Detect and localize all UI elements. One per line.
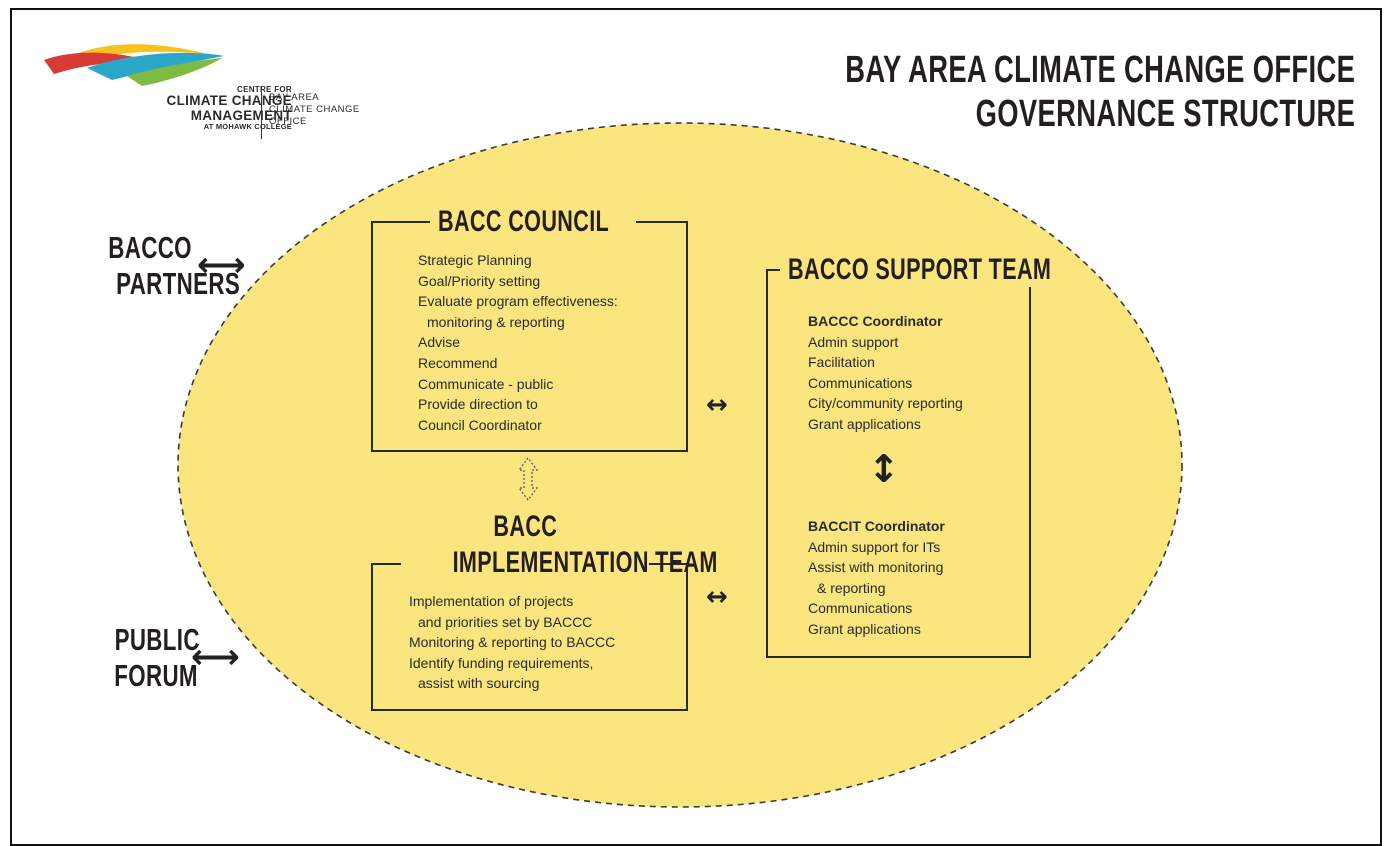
baccit-coordinator-list: BACCIT Coordinator Admin support for ITs… (808, 516, 945, 640)
list-item: Admin support (808, 333, 899, 350)
baccc-coordinator-list: BACCC Coordinator Admin support Facilita… (808, 311, 963, 435)
list-item: Communications (808, 600, 913, 617)
title-line1: BAY AREA CLIMATE CHANGE OFFICE (845, 49, 1355, 91)
list-item: Council Coordinator (418, 416, 542, 433)
partners-label: BACCO PARTNERS (92, 230, 239, 302)
list-item: City/community reporting (808, 395, 963, 412)
list-item: Grant applications (808, 415, 921, 432)
logo-line3: MANAGEMENT (190, 107, 292, 123)
public-forum-line2: FORUM (114, 658, 198, 693)
logo-wave-icon (44, 44, 224, 86)
logo-office-line1: BAY AREA (269, 92, 320, 103)
list-item: and priorities set by BACCC (418, 613, 593, 630)
council-implementation-dashed-arrow (517, 457, 539, 501)
list-item: Evaluate program effectiveness: (418, 293, 618, 310)
list-item: monitoring & reporting (427, 313, 565, 330)
public-forum-line1: PUBLIC (114, 622, 200, 657)
logo-office-line3: OFFICE (269, 115, 307, 127)
list-item: Strategic Planning (418, 252, 532, 268)
council-list: Strategic Planning Goal/Priority setting… (418, 250, 618, 435)
list-item: Communications (808, 374, 913, 391)
list-item: Grant applications (808, 620, 921, 637)
title-line2: GOVERNANCE STRUCTURE (975, 93, 1355, 135)
implementation-title-line2: IMPLEMENTATION TEAM (452, 546, 718, 579)
list-item: assist with sourcing (418, 675, 540, 692)
partners-line1: BACCO (108, 230, 192, 265)
logo-line2: CLIMATE CHANGE (166, 93, 292, 109)
list-item: Implementation of projects (409, 593, 574, 609)
list-item: Admin support for ITs (808, 538, 941, 555)
partners-line2: PARTNERS (116, 266, 241, 301)
council-title-text: BACC COUNCIL (438, 205, 610, 238)
implementation-support-arrow-icon: ↔ (706, 582, 728, 612)
council-support-arrow-icon: ↔ (706, 390, 728, 420)
baccc-coordinator-heading: BACCC Coordinator (808, 313, 943, 329)
logo-line1: CENTRE FOR (237, 85, 292, 94)
logo-office-line2: CLIMATE CHANGE (269, 103, 360, 115)
logo: CENTRE FOR CLIMATE CHANGE MANAGEMENT AT … (42, 40, 382, 150)
partners-arrow-icon: ⟷ (197, 245, 246, 285)
public-forum-label: PUBLIC FORUM (98, 622, 199, 694)
coordinators-arrow-icon: ↕ (868, 447, 900, 491)
logo-wordmark: CENTRE FOR CLIMATE CHANGE MANAGEMENT AT … (104, 85, 292, 131)
logo-office-name: BAY AREA CLIMATE CHANGE OFFICE (269, 92, 360, 128)
list-item: Assist with monitoring (808, 559, 944, 576)
council-title: BACC COUNCIL (430, 205, 636, 239)
list-item: Advise (418, 334, 461, 351)
logo-line4: AT MOHAWK COLLEGE (203, 121, 292, 131)
list-item: Provide direction to (418, 396, 538, 413)
list-item: Facilitation (808, 354, 875, 371)
implementation-title: BACC (400, 510, 650, 544)
list-item: Communicate - public (418, 375, 554, 392)
logo-divider (261, 87, 262, 139)
list-item: Monitoring & reporting to BACCC (409, 634, 616, 651)
list-item: Identify funding requirements, (409, 654, 594, 671)
support-team-title-text: BACCO SUPPORT TEAM (788, 253, 1052, 286)
page-title: BAY AREA CLIMATE CHANGE OFFICE GOVERNANC… (647, 48, 1355, 136)
public-forum-arrow-icon: ⟷ (191, 637, 240, 677)
list-item: Recommend (418, 354, 498, 371)
implementation-list: Implementation of projects and prioritie… (409, 591, 615, 694)
implementation-title-line1: BACC (493, 510, 557, 543)
implementation-title-2: IMPLEMENTATION TEAM (401, 546, 717, 580)
support-team-title: BACCO SUPPORT TEAM (780, 253, 1051, 287)
baccit-coordinator-heading: BACCIT Coordinator (808, 518, 945, 534)
list-item: Goal/Priority setting (418, 272, 541, 289)
list-item: & reporting (817, 579, 886, 596)
